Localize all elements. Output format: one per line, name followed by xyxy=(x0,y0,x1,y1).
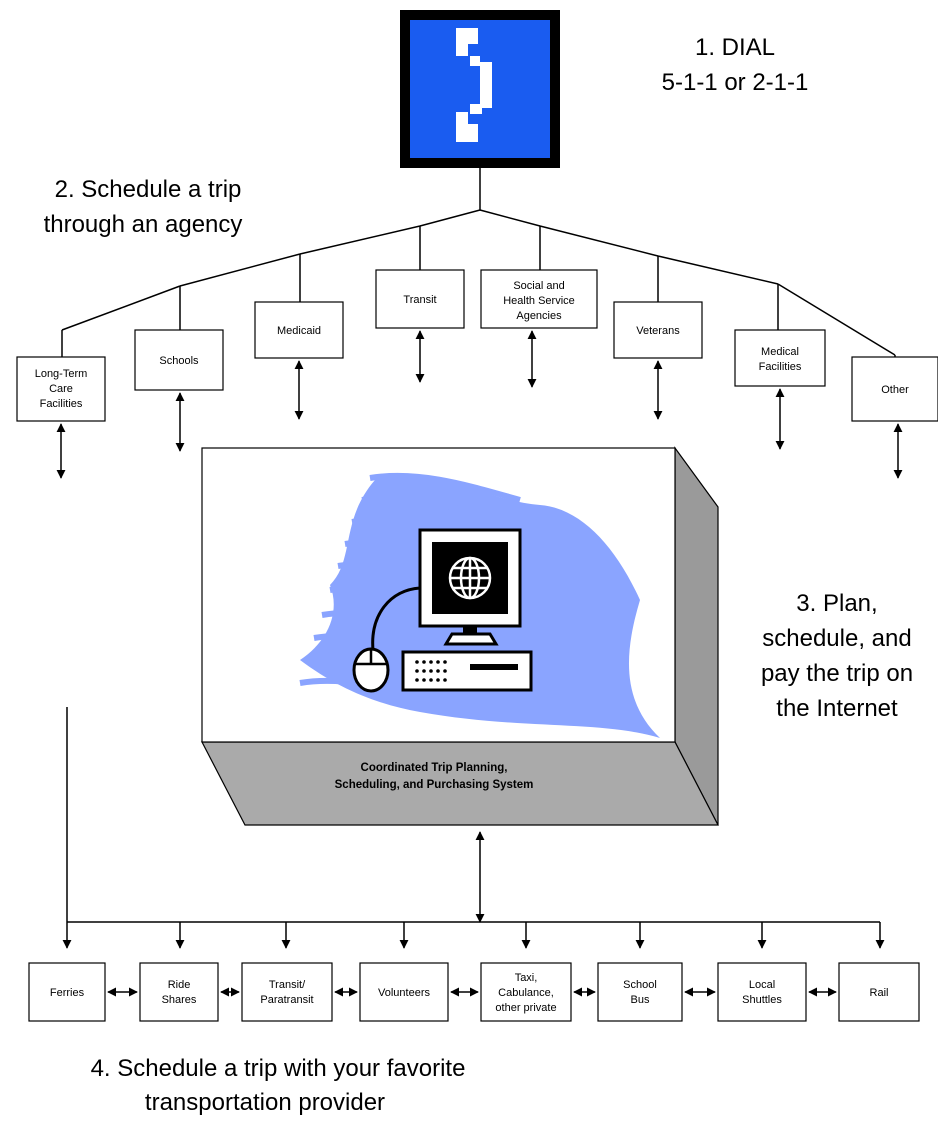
agency-label: Social and xyxy=(513,280,564,292)
agency-box: Schools xyxy=(134,329,224,391)
provider-label: Paratransit xyxy=(260,994,313,1006)
agency-label: Facilities xyxy=(759,361,802,373)
provider-box: Ferries xyxy=(28,962,106,1022)
agency-arrows xyxy=(56,330,903,479)
agency-label: Care xyxy=(49,383,73,395)
step1-line2: 5-1-1 or 2-1-1 xyxy=(662,69,809,96)
step3-line2: schedule, and xyxy=(762,625,911,652)
agency-box: Transit xyxy=(375,269,465,329)
agency-label: Transit xyxy=(403,294,436,306)
provider-label: Taxi, xyxy=(515,972,538,984)
provider-box: Ride Shares xyxy=(139,962,219,1022)
computer-icon xyxy=(352,528,533,693)
keyboard-icon xyxy=(401,650,533,692)
agency-box: Veterans xyxy=(613,301,703,359)
provider-label: Ferries xyxy=(50,987,85,999)
provider-label: other private xyxy=(495,1002,556,1014)
agency-label: Veterans xyxy=(636,325,680,337)
provider-label: School xyxy=(623,979,657,991)
provider-box: Taxi, Cabulance, other private xyxy=(480,962,572,1022)
mouse-cord xyxy=(371,586,421,651)
agency-label: Medical xyxy=(761,346,799,358)
provider-label: Local xyxy=(749,979,775,991)
agency-label: Long-Term xyxy=(35,368,88,380)
agency-label: Other xyxy=(881,384,909,396)
provider-box: Transit/ Paratransit xyxy=(241,962,333,1022)
agency-box: Social and Health Service Agencies xyxy=(480,269,598,329)
provider-box: Rail xyxy=(838,962,920,1022)
agency-box: Other xyxy=(851,356,938,422)
provider-label: Rail xyxy=(870,987,889,999)
system-label-line1: Coordinated Trip Planning, xyxy=(361,762,508,774)
provider-box: Local Shuttles xyxy=(717,962,807,1022)
provider-box: School Bus xyxy=(597,962,683,1022)
system-label-line2: Scheduling, and Purchasing System xyxy=(335,779,534,791)
agency-label: Facilities xyxy=(40,398,83,410)
step1-line1: 1. DIAL xyxy=(695,34,775,61)
agency-box: Long-Term Care Facilities xyxy=(16,356,106,422)
provider-label: Transit/ xyxy=(269,979,306,991)
mouse-icon xyxy=(352,647,390,693)
telephone-icon xyxy=(400,10,560,168)
provider-label: Shares xyxy=(162,994,197,1006)
step4-line2: transportation provider xyxy=(145,1089,385,1116)
step2-line1: 2. Schedule a trip xyxy=(55,176,242,203)
step3-line1: 3. Plan, xyxy=(796,590,877,617)
step3-line4: the Internet xyxy=(776,695,898,722)
provider-box: Volunteers xyxy=(359,962,449,1022)
agency-box: Medical Facilities xyxy=(734,329,826,387)
provider-label: Volunteers xyxy=(378,987,430,999)
agency-box: Medicaid xyxy=(254,301,344,359)
agency-label: Medicaid xyxy=(277,325,321,337)
provider-label: Cabulance, xyxy=(498,987,554,999)
provider-label: Shuttles xyxy=(742,994,782,1006)
agency-label: Schools xyxy=(159,355,199,367)
provider-tree-lines xyxy=(62,707,885,949)
step2-line2: through an agency xyxy=(44,211,243,238)
agency-label: Agencies xyxy=(516,310,562,322)
step4-line1: 4. Schedule a trip with your favorite xyxy=(91,1055,466,1082)
provider-label: Ride xyxy=(168,979,191,991)
step3-line3: pay the trip on xyxy=(761,660,913,687)
provider-label: Bus xyxy=(631,994,650,1006)
globe-icon xyxy=(448,556,492,600)
agency-label: Health Service xyxy=(503,295,575,307)
